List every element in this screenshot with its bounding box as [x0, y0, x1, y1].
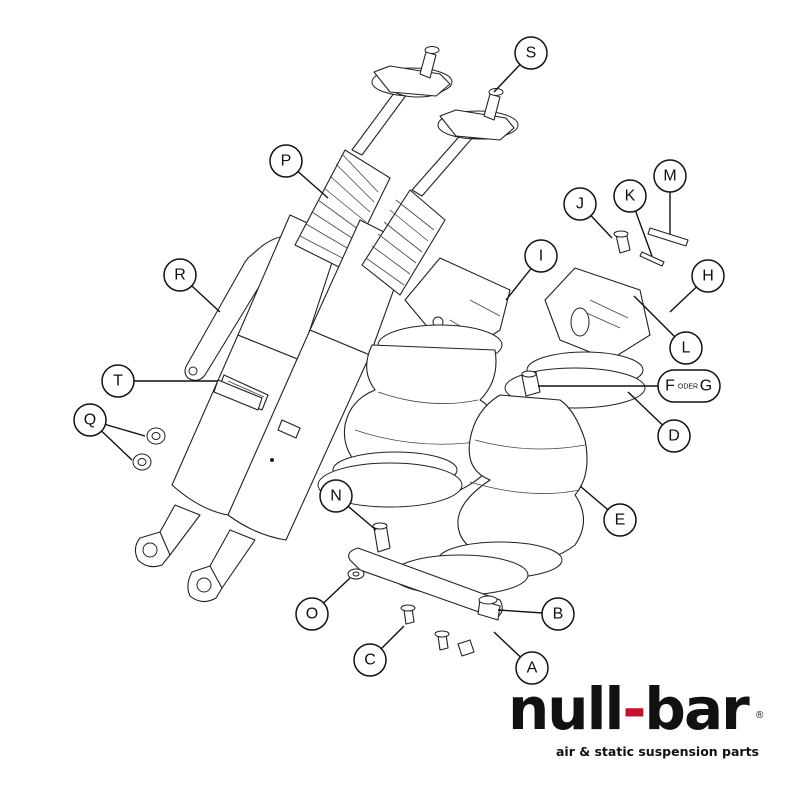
left-shock-absorber [134, 46, 453, 568]
callout-s: S [514, 36, 548, 70]
logo-word-left: null [508, 675, 624, 743]
svg-text:D: D [668, 428, 680, 445]
callout-i: I [524, 239, 558, 273]
svg-text:T: T [113, 373, 123, 390]
svg-text:E: E [615, 512, 626, 529]
logo-tagline: air & static suspension parts [556, 744, 759, 759]
svg-text:B: B [553, 606, 564, 623]
callout-b: B [541, 597, 575, 631]
right-shock-absorber [187, 88, 519, 603]
pin-m [647, 227, 689, 247]
pin-k [639, 251, 665, 267]
callout-e: E [603, 503, 637, 537]
callout-d: D [657, 419, 691, 453]
fitting-shock-left [277, 419, 301, 439]
registered-mark: ® [756, 710, 764, 721]
svg-text:Q: Q [84, 412, 96, 429]
svg-text:J: J [576, 196, 584, 213]
air-bag-left [317, 324, 503, 508]
callout-m: M [653, 159, 687, 193]
callout-r: R [163, 258, 197, 292]
nuts-q [132, 427, 166, 471]
svg-text:P: P [281, 153, 292, 170]
svg-text:C: C [364, 652, 376, 669]
svg-text:G: G [700, 378, 712, 395]
svg-text:L: L [682, 340, 691, 357]
callout-c: C [353, 643, 387, 677]
bolts-a [434, 630, 475, 657]
callout-l: L [669, 331, 703, 365]
callout-j: J [563, 187, 597, 221]
fitting-n [372, 522, 391, 553]
svg-text:S: S [526, 45, 537, 62]
svg-text:A: A [527, 660, 538, 677]
callout-a: A [515, 651, 549, 685]
upper-bracket-h [544, 267, 651, 361]
svg-text:F: F [665, 378, 675, 395]
svg-text:M: M [663, 168, 676, 185]
svg-text:K: K [625, 188, 636, 205]
bolt-c [400, 604, 416, 625]
svg-text:H: H [702, 268, 714, 285]
svg-text:N: N [330, 488, 342, 505]
svg-text:I: I [539, 248, 543, 265]
collar-ring-t [213, 379, 263, 411]
callout-k: K [613, 179, 647, 213]
svg-text:R: R [174, 267, 186, 284]
nut-o [347, 568, 365, 580]
callout-f-oder-g: F ODER G [657, 369, 721, 403]
callout-p: P [269, 144, 303, 178]
null-bar-logo: null-bar ® air & static suspension parts [508, 680, 768, 770]
callout-h: H [691, 259, 725, 293]
callout-n: N [319, 479, 353, 513]
svg-text:O: O [306, 606, 318, 623]
lower-plate [348, 547, 529, 621]
fitting-j [613, 230, 631, 254]
callout-t: T [101, 364, 135, 398]
logo-dash: - [622, 675, 646, 743]
callout-o: O [295, 597, 329, 631]
logo-word-right: bar [644, 675, 749, 743]
callout-q: Q [73, 403, 107, 437]
svg-text:ODER: ODER [678, 384, 698, 391]
fitting-fg [521, 370, 541, 397]
logo-wordmark: null-bar [508, 680, 750, 738]
